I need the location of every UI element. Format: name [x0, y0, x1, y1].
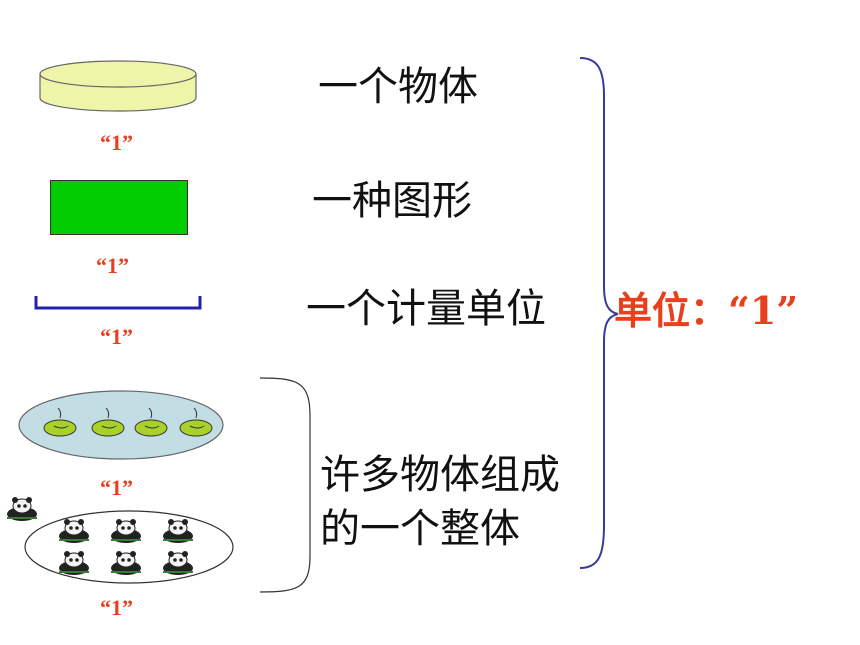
label-1-measure: “1” — [100, 324, 133, 349]
panda-icon — [7, 497, 37, 521]
label-1-leaves: “1” — [100, 475, 133, 500]
label-1-disk: “1” — [100, 130, 133, 155]
measure-bracket — [34, 296, 202, 310]
text-one-object: 一个物体 — [318, 64, 478, 110]
unit-one-label: 单位：“1” — [614, 288, 799, 333]
leaves-ellipse — [18, 390, 224, 460]
leaf-icon — [91, 407, 125, 437]
green-rectangle — [50, 180, 188, 235]
pandas-ellipse — [7, 497, 234, 584]
text-one-measure-unit: 一个计量单位 — [306, 286, 546, 332]
disk-shape — [39, 60, 197, 112]
leaf-icon — [134, 407, 168, 437]
group-bracket — [259, 377, 311, 593]
text-group-line1: 许多物体组成 — [320, 452, 560, 498]
label-1-pandas: “1” — [100, 595, 133, 620]
label-1-rectangle: “1” — [96, 253, 129, 278]
text-group-line2: 的一个整体 — [320, 506, 520, 552]
text-one-shape: 一种图形 — [312, 178, 472, 224]
leaf-icon — [43, 407, 77, 437]
leaf-icon — [179, 407, 213, 437]
curly-brace — [579, 57, 619, 569]
